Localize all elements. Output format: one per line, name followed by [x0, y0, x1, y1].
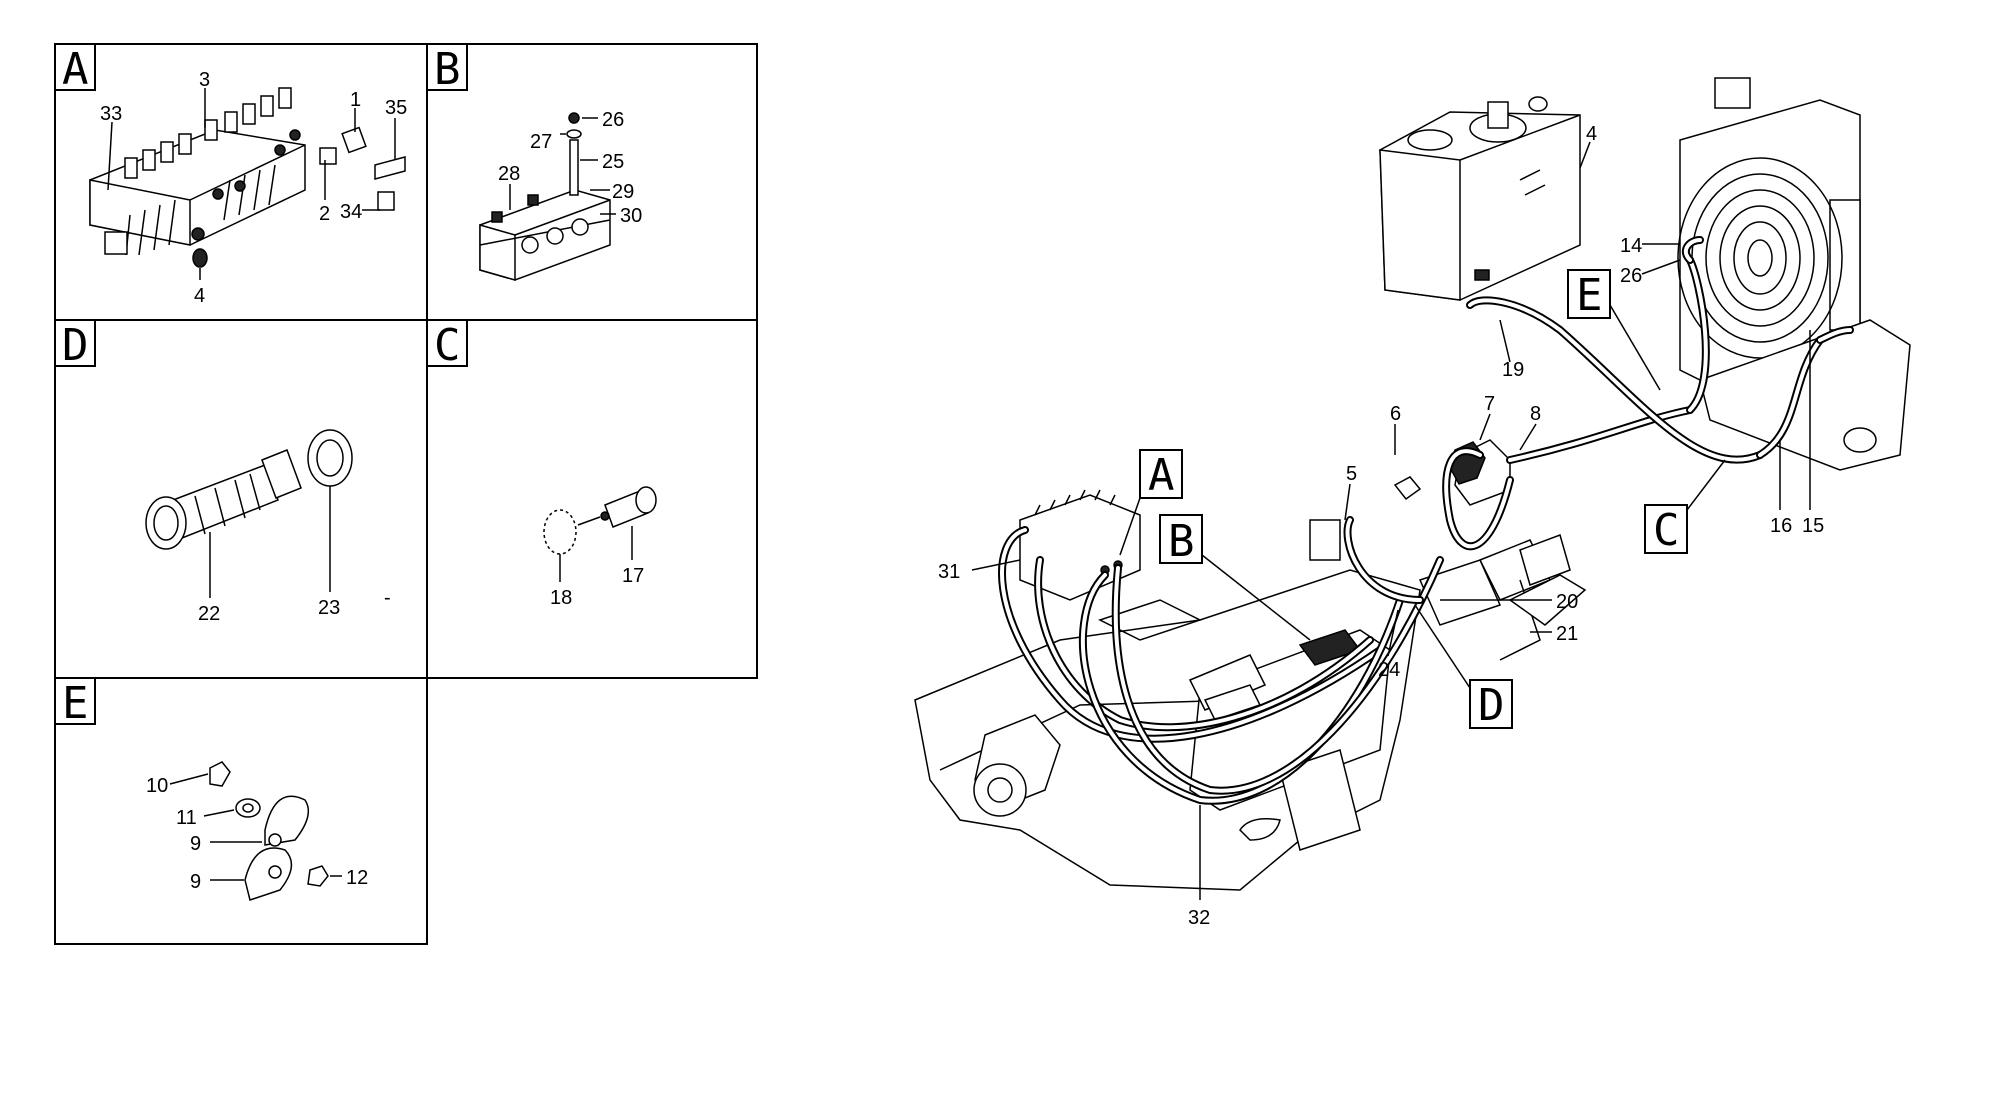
part-29: 29	[612, 181, 634, 203]
part-26: 26	[602, 109, 624, 131]
part-15-main: 15	[1802, 515, 1824, 537]
part-8-main: 8	[1530, 403, 1541, 425]
panel-b-leaders	[509, 117, 616, 215]
part-19-main: 19	[1502, 359, 1524, 381]
panel-c-label: C	[434, 320, 461, 371]
callout-e: E	[1576, 270, 1603, 321]
part-32-main: 32	[1188, 907, 1210, 929]
part-6-main: 6	[1390, 403, 1401, 425]
part-2: 2	[319, 203, 330, 225]
panel-e-label: E	[62, 678, 89, 729]
part-4: 4	[194, 285, 205, 307]
part-9-upper: 9	[190, 833, 201, 855]
panel-b-frame	[426, 43, 758, 321]
part-21-main: 21	[1556, 623, 1578, 645]
panel-b-label: B	[434, 44, 461, 95]
panel-d-leaders	[209, 486, 331, 598]
part-33: 33	[100, 103, 122, 125]
panel-d-label: D	[62, 320, 89, 371]
part-3: 3	[199, 69, 210, 91]
part-9-lower: 9	[190, 871, 201, 893]
plug-fitting-drawing	[543, 486, 657, 555]
clamp-block-drawing	[479, 112, 611, 281]
part-1: 1	[350, 89, 361, 111]
callout-b: B	[1168, 516, 1195, 567]
callout-b-box	[1159, 514, 1203, 564]
hose-barb-fitting-drawing	[145, 429, 353, 550]
callout-d: D	[1478, 680, 1505, 731]
panel-b-label-box	[426, 43, 468, 91]
part-4-main: 4	[1586, 123, 1597, 145]
callout-a-box	[1139, 449, 1183, 499]
fittings-drawing	[192, 126, 406, 268]
panel-d: D 22 23 -	[54, 319, 391, 625]
clamp-set-drawing	[209, 761, 329, 901]
part-10: 10	[146, 775, 168, 797]
part-30: 30	[620, 205, 642, 227]
part-7-main: 7	[1484, 393, 1495, 415]
radiator-fan-drawing	[1677, 77, 1911, 471]
part-16-main: 16	[1770, 515, 1792, 537]
hoses-drawing	[998, 236, 1854, 805]
panel-a-leaders	[107, 88, 396, 280]
part-25: 25	[602, 151, 624, 173]
part-20-main: 20	[1556, 591, 1578, 613]
panel-c-leaders	[559, 526, 633, 582]
panel-e-label-box	[54, 677, 96, 725]
panel-d-label-box	[54, 319, 96, 367]
part-11: 11	[176, 807, 197, 829]
panel-e-leaders	[169, 773, 342, 881]
main-assembly-view: A B D E C	[914, 77, 1911, 929]
part-dash: -	[384, 587, 391, 609]
part-26-main: 26	[1620, 265, 1642, 287]
panel-a-label-box	[54, 43, 96, 91]
panel-e-frame	[54, 677, 428, 945]
panel-b: B 26 27 25 28 29 30	[426, 43, 642, 281]
panel-c: C 18 17	[426, 319, 657, 609]
part-28: 28	[498, 163, 520, 185]
part-18: 18	[550, 587, 572, 609]
main-callouts: A B D E C	[1119, 269, 1726, 731]
part-14-main: 14	[1620, 235, 1642, 257]
part-5-main: 5	[1346, 463, 1357, 485]
panel-a-label: A	[62, 44, 89, 95]
panel-c-label-box	[426, 319, 468, 367]
part-35: 35	[385, 97, 407, 119]
part-31-main: 31	[938, 561, 960, 583]
detail-panels-grid	[54, 43, 758, 945]
main-leaders	[971, 141, 1811, 900]
callout-c: C	[1653, 505, 1680, 556]
part-17: 17	[622, 565, 644, 587]
part-22: 22	[198, 603, 220, 625]
panel-c-frame	[426, 319, 758, 679]
main-valve-block-drawing	[1019, 489, 1141, 601]
part-27: 27	[530, 131, 552, 153]
part-23: 23	[318, 597, 340, 619]
part-34: 34	[340, 201, 362, 223]
callout-c-box	[1644, 504, 1688, 554]
callout-d-box	[1469, 679, 1513, 729]
panel-e: E 10 11 9 9 12	[54, 677, 368, 901]
panel-a: A	[54, 43, 407, 307]
part-12: 12	[346, 867, 368, 889]
callout-a: A	[1148, 450, 1175, 501]
callout-e-box	[1567, 269, 1611, 319]
hydraulic-tank-drawing	[1379, 96, 1581, 301]
valve-block-drawing	[89, 87, 306, 256]
part-24-main: 24	[1378, 659, 1400, 681]
